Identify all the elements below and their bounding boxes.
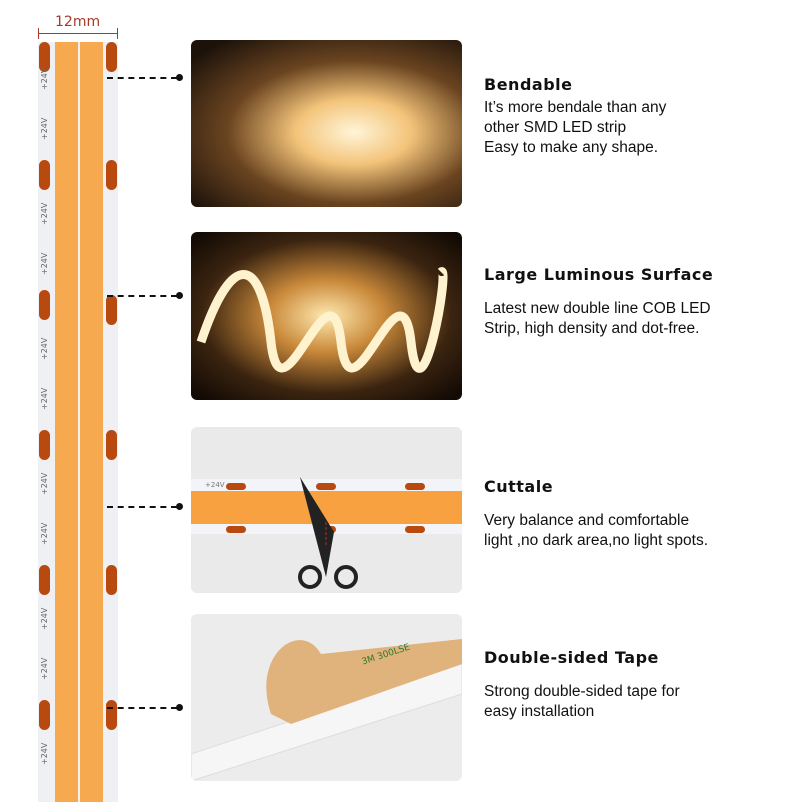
voltage-label: +24V [40, 117, 49, 140]
dashed-connector [107, 295, 177, 297]
solder-pad [106, 565, 117, 595]
luminous-surface-photo [191, 232, 462, 400]
solder-pad [106, 295, 117, 325]
solder-pad [106, 700, 117, 730]
voltage-label: +24V [40, 387, 49, 410]
tape-photo: 3M 300LSE [191, 614, 462, 781]
voltage-label: +24V [40, 607, 49, 630]
feature-description: Strong double-sided tape for easy instal… [484, 683, 680, 720]
voltage-label: +24V [40, 522, 49, 545]
connector-dot [176, 704, 183, 711]
width-dimension-label: 12mm [55, 14, 101, 30]
solder-pad [39, 430, 50, 460]
solder-pad [39, 42, 50, 72]
solder-pad [106, 160, 117, 190]
led-strip [38, 42, 118, 802]
feature-title: Large Luminous Surface [484, 265, 714, 284]
dimension-line [38, 33, 118, 34]
tape-roll-graphic [191, 639, 462, 781]
dashed-connector [107, 707, 177, 709]
cob-lane [55, 42, 78, 802]
voltage-label: +24V [40, 202, 49, 225]
voltage-label: +24V [205, 481, 225, 489]
solder-pad [39, 700, 50, 730]
voltage-label: +24V [40, 67, 49, 90]
solder-pad [106, 42, 117, 72]
voltage-label: +24V [40, 742, 49, 765]
solder-pad [39, 290, 50, 320]
cob-lane [80, 42, 103, 802]
feature-description: Very balance and comfortable light ,no d… [484, 512, 709, 549]
feature-title: Double-sided Tape [484, 648, 659, 667]
connector-dot [176, 74, 183, 81]
feature-description: It’s more bendale than any other SMD LED… [484, 99, 667, 156]
dashed-connector [107, 506, 177, 508]
dimension-tick [38, 28, 39, 39]
feature-title: Bendable [484, 75, 573, 94]
connector-dot [176, 503, 183, 510]
cutting-photo: +24V [191, 427, 462, 593]
voltage-label: +24V [40, 252, 49, 275]
scissors-icon [298, 477, 358, 589]
solder-pad [39, 565, 50, 595]
feature-description: Latest new double line COB LED Strip, hi… [484, 300, 711, 337]
connector-dot [176, 292, 183, 299]
dimension-tick [117, 28, 118, 39]
voltage-label: +24V [40, 337, 49, 360]
spiral-strip-graphic [196, 267, 448, 373]
feature-title: Cuttale [484, 477, 554, 496]
dashed-connector [107, 77, 177, 79]
bendable-photo [191, 40, 462, 207]
solder-pad [39, 160, 50, 190]
voltage-label: +24V [40, 657, 49, 680]
solder-pad [106, 430, 117, 460]
voltage-label: +24V [40, 472, 49, 495]
